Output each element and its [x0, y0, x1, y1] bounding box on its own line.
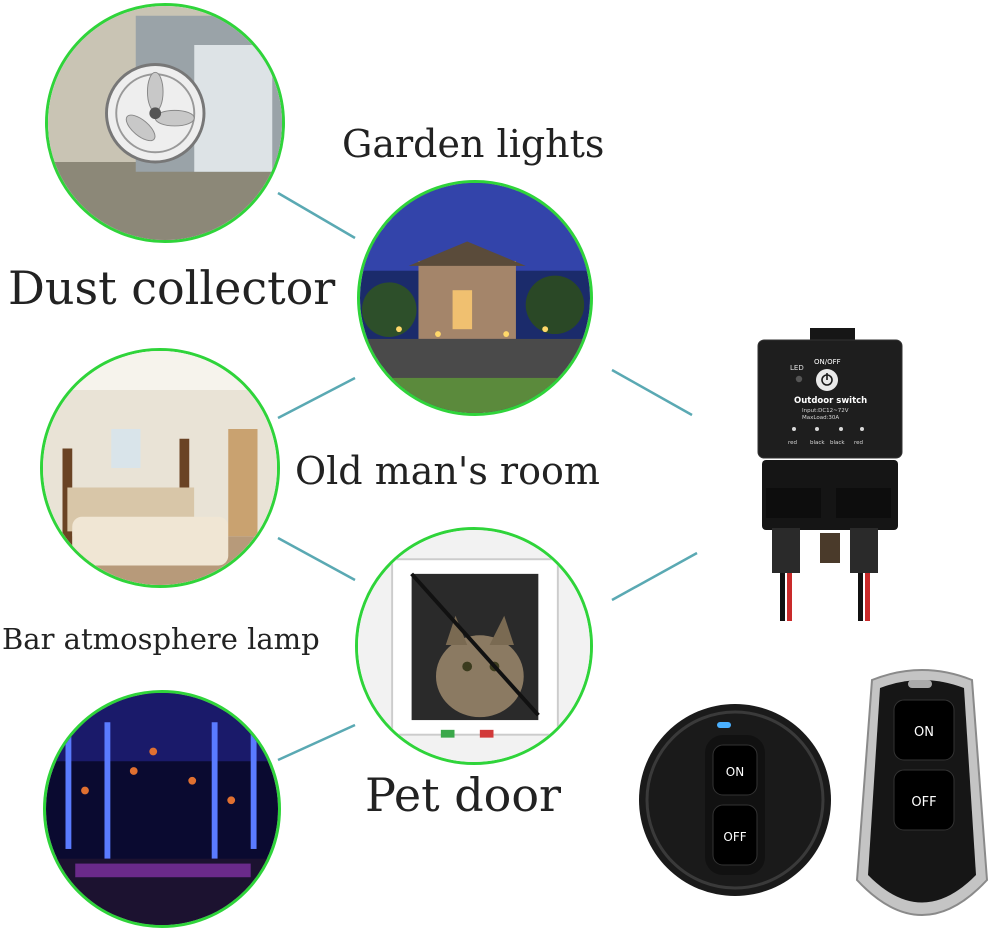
- fob-off-button[interactable]: [893, 769, 955, 831]
- device-maxload-spec: MaxLoad:30A: [802, 415, 839, 421]
- connector-line: [611, 368, 693, 417]
- bar-illustration: [46, 693, 278, 925]
- dust-collector-label: Dust collector: [8, 261, 336, 315]
- connector-line: [611, 551, 698, 602]
- dust-collector-photo: [45, 3, 285, 243]
- old-mans-room-photo: [40, 348, 280, 588]
- old-mans-room-label: Old man's room: [295, 449, 600, 493]
- round-remote-off-button[interactable]: [712, 804, 758, 866]
- connector-line: [277, 191, 356, 240]
- led-indicator: [795, 375, 803, 383]
- device-input-spec: Input:DC12~72V: [802, 408, 849, 414]
- pet-door-label: Pet door: [365, 768, 562, 822]
- device-name: Outdoor switch: [794, 396, 867, 406]
- bar-atmosphere-label: Bar atmosphere lamp: [2, 622, 320, 656]
- fob-on-button[interactable]: [893, 699, 955, 761]
- connector-line: [277, 376, 356, 420]
- onoff-label: ON/OFF: [814, 358, 841, 366]
- led-label: LED: [790, 364, 804, 372]
- fob-on-label: ON: [914, 725, 934, 740]
- outdoor-switch-device: LED ON/OFF Outdoor switch Input:DC12~72V…: [757, 328, 903, 621]
- wire-label: black: [830, 440, 845, 446]
- garden-lights-label: Garden lights: [342, 122, 605, 166]
- round-remote-on-button[interactable]: [712, 744, 758, 796]
- bedroom-illustration: [43, 351, 277, 585]
- bar-atmosphere-photo: [43, 690, 281, 928]
- pet-door-photo: [355, 527, 593, 765]
- connector-line: [277, 536, 356, 582]
- connector-line: [277, 723, 356, 762]
- key-fob-remote: ON OFF: [855, 669, 989, 916]
- round-remote: ON OFF: [639, 704, 831, 896]
- round-remote-off-label: OFF: [723, 830, 746, 844]
- fan-illustration: [48, 6, 282, 240]
- fob-off-label: OFF: [911, 795, 936, 810]
- garden-lights-photo: [357, 180, 593, 416]
- garden-illustration: [360, 183, 590, 413]
- round-remote-on-label: ON: [726, 765, 744, 779]
- pet-door-illustration: [358, 530, 590, 762]
- wire-label: black: [810, 440, 825, 446]
- wire-label: red: [788, 440, 797, 446]
- wire-label: red: [854, 440, 863, 446]
